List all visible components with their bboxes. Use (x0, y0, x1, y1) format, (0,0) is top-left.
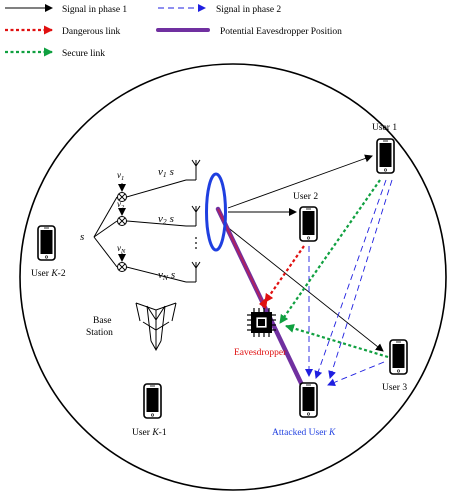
multiplier-2 (117, 216, 127, 226)
legend: Signal in phase 1 Signal in phase 2 Dang… (5, 4, 342, 59)
secure-link-user3 (285, 324, 389, 359)
source-symbol: s (80, 231, 84, 243)
base-station-label-line2: Station (86, 328, 113, 338)
user1-phone-icon (376, 138, 395, 174)
phase2-user1-to-attacked-b (328, 179, 393, 379)
antenna-1 (191, 159, 201, 180)
legend-phase1-label: Signal in phase 1 (62, 5, 127, 15)
secure-link-user1 (279, 179, 381, 324)
eavesdropper-label: Eavesdropper (234, 348, 287, 358)
phase2-user1-to-attacked-a (314, 179, 387, 379)
user-k-1-phone-icon (143, 383, 162, 419)
phase1-signals (225, 154, 384, 352)
user2-label: User 2 (293, 192, 318, 202)
secure-links (279, 179, 389, 359)
user2-phone-icon (299, 206, 318, 242)
beam-ellipse (205, 172, 227, 252)
attacked-user-phone-icon (299, 382, 318, 418)
user1-label: User 1 (372, 123, 397, 133)
base-station-label-line1: Base (93, 316, 111, 326)
phase2-signals (305, 179, 393, 387)
attacked-user-label: Attacked User K (272, 428, 336, 438)
base-station-tower-icon (135, 302, 177, 352)
cell-boundary (19, 63, 447, 491)
eavesdropper-chip-icon (247, 308, 276, 337)
multiplier-n (117, 262, 127, 272)
weight-2-label: v2 (117, 199, 125, 211)
user-k-2-label: User K-2 (31, 269, 66, 279)
legend-secure-label: Secure link (62, 49, 105, 59)
weight-1-label: v1 (117, 170, 124, 182)
dangerous-link-user2 (264, 245, 305, 303)
legend-phase2-label: Signal in phase 2 (216, 5, 281, 15)
antenna-n (191, 261, 201, 282)
antenna-ellipsis (195, 237, 197, 249)
user3-phone-icon (389, 339, 408, 375)
antenna-2 (191, 205, 201, 226)
user3-label: User 3 (382, 383, 407, 393)
weight-n-label: vN (117, 243, 126, 255)
user-k-1-label: User K-1 (132, 428, 167, 438)
user-k-2-phone-icon (37, 225, 56, 261)
phase1-to-user1 (227, 154, 373, 209)
legend-eavesdropper-label: Potential Eavesdropper Position (220, 27, 342, 37)
phase2-user3-to-attacked (327, 361, 385, 387)
legend-dangerous-label: Dangerous link (62, 27, 121, 37)
